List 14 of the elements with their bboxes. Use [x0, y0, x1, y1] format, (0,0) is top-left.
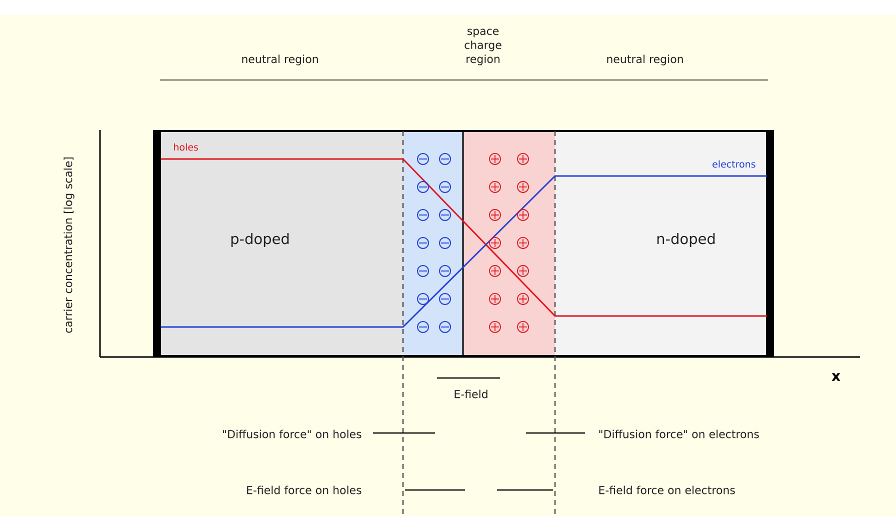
- charge-region-panel: [463, 132, 555, 355]
- label: space charge region: [464, 28, 502, 66]
- label: holes: [174, 143, 198, 151]
- label: neutral region: [607, 54, 683, 66]
- label: E-field: [454, 390, 488, 398]
- charge-region-panel: [403, 132, 463, 355]
- label: "Diffusion force" on electrons: [599, 430, 759, 438]
- label: carrier concentration [log scale]: [64, 158, 74, 333]
- label: x: [832, 373, 840, 381]
- label: E-field force on holes: [247, 486, 362, 494]
- label: electrons: [712, 160, 756, 168]
- label: neutral region: [242, 54, 318, 66]
- label: "Diffusion force" on holes: [223, 430, 362, 438]
- label: E-field force on electrons: [599, 486, 735, 494]
